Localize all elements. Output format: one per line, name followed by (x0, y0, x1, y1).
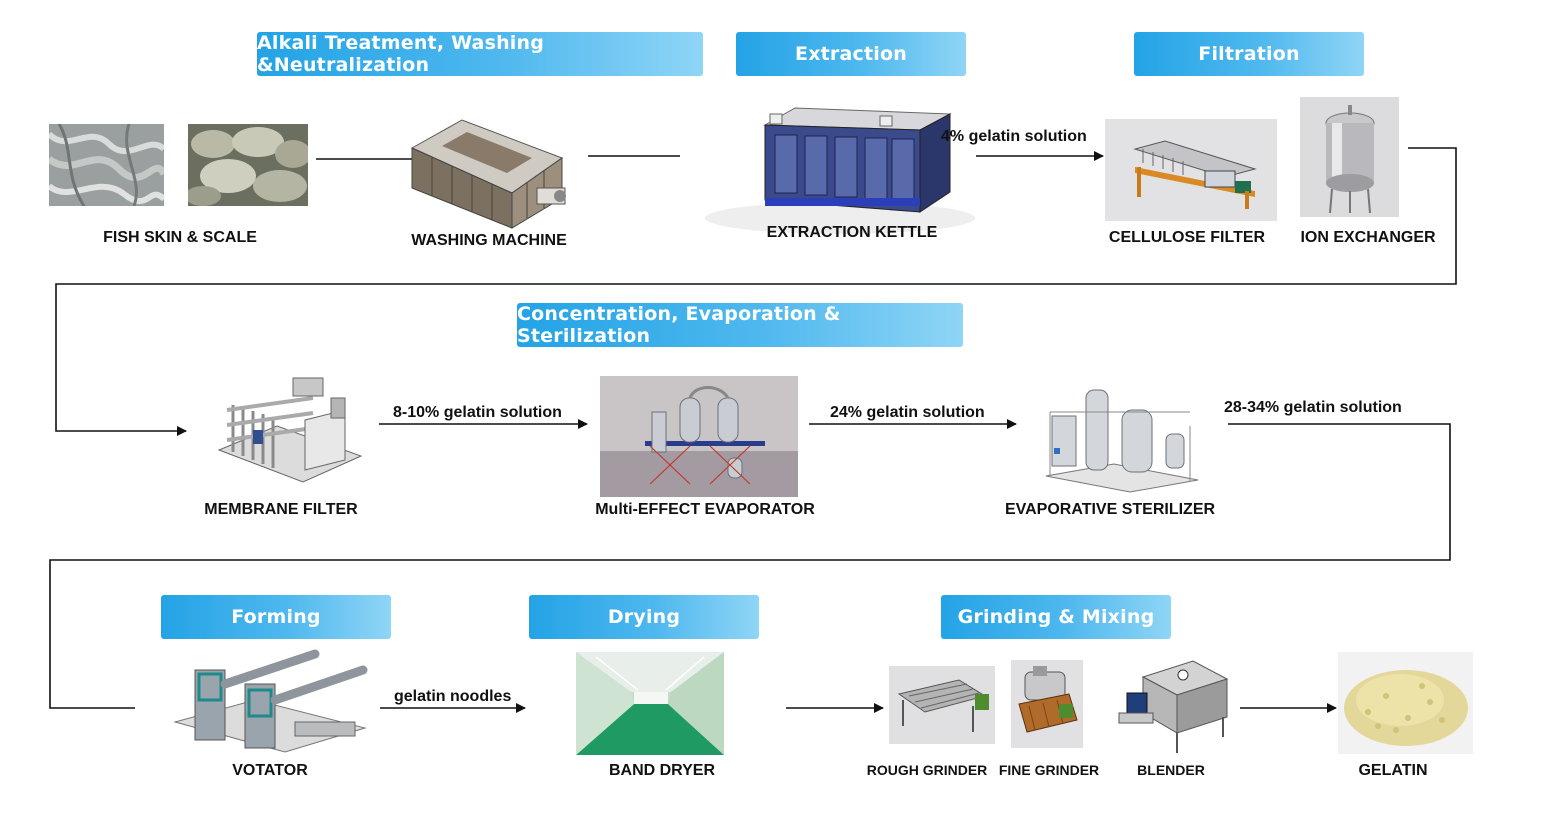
fish-scale-photo (188, 124, 308, 206)
cellulose-filter-image (1105, 119, 1277, 221)
extraction-kettle-image (680, 100, 976, 238)
connector-row1-row2 (55, 147, 1457, 436)
label-fish-skin: FISH SKIN & SCALE (103, 229, 257, 246)
stage-banner-drying: Drying (529, 595, 759, 639)
gelatin-granules-photo (1338, 652, 1473, 754)
label-gelatin: GELATIN (1358, 762, 1428, 779)
flow-label-8-10pct: 8-10% gelatin solution (393, 404, 562, 421)
band-dryer-photo (576, 652, 724, 755)
evaporator-image (600, 376, 798, 497)
stage-banner-filtration: Filtration (1134, 32, 1364, 76)
label-sterilizer: EVAPORATIVE STERILIZER (1004, 501, 1216, 518)
stage-banner-extraction: Extraction (736, 32, 966, 76)
membrane-filter-image (213, 370, 365, 488)
stage-banner-forming: Forming (161, 595, 391, 639)
stage-banner-grinding: Grinding & Mixing (941, 595, 1171, 639)
label-rough-grinder: ROUGH GRINDER (866, 762, 988, 778)
stage-banner-alkali: Alkali Treatment, Washing &Neutralizatio… (257, 32, 703, 76)
label-cellulose-filter: CELLULOSE FILTER (1108, 229, 1266, 246)
rough-grinder-image (889, 666, 995, 744)
fish-skin-photo (49, 124, 164, 206)
label-membrane-filter: MEMBRANE FILTER (204, 501, 358, 518)
stage-banner-concentration: Concentration, Evaporation & Sterilizati… (517, 303, 963, 347)
label-votator: VOTATOR (232, 762, 308, 779)
flow-label-noodles: gelatin noodles (394, 688, 512, 705)
flow-label-4pct: 4% gelatin solution (941, 128, 1087, 145)
label-washing-machine: WASHING MACHINE (411, 232, 567, 249)
label-evaporator: Multi-EFFECT EVAPORATOR (595, 501, 815, 518)
votator-image (135, 642, 380, 762)
label-blender: BLENDER (1137, 762, 1205, 778)
flow-label-28-34pct: 28-34% gelatin solution (1224, 399, 1402, 416)
fine-grinder-image (1011, 660, 1083, 748)
connector-row2-row3 (49, 423, 1451, 713)
blender-image (1113, 655, 1231, 759)
label-ion-exchanger: ION EXCHANGER (1300, 229, 1436, 246)
label-fine-grinder: FINE GRINDER (998, 762, 1100, 778)
washing-machine-image (402, 118, 570, 230)
sterilizer-image (1040, 376, 1202, 494)
label-band-dryer: BAND DRYER (608, 762, 716, 779)
flow-label-24pct: 24% gelatin solution (830, 404, 985, 421)
ion-exchanger-image (1300, 97, 1399, 217)
label-extraction-kettle: EXTRACTION KETTLE (766, 224, 938, 241)
